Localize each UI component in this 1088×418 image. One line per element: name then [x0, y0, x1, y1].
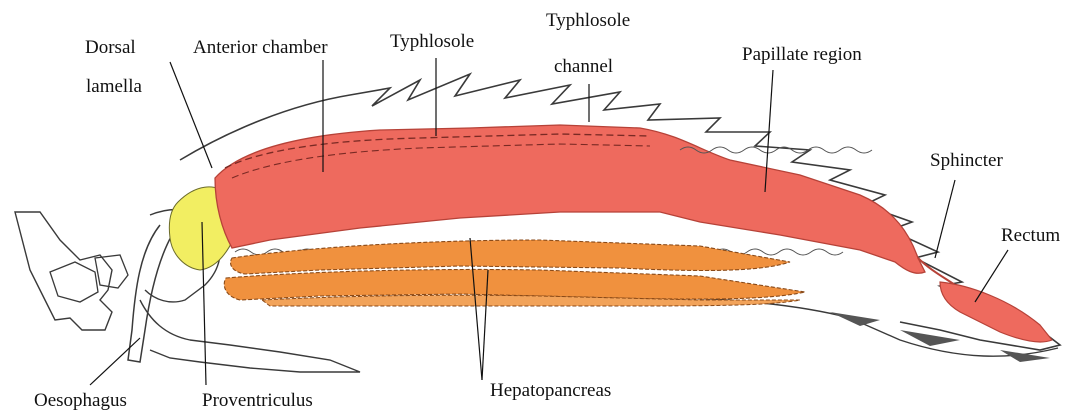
leader-dorsal-lamella: [170, 62, 212, 168]
label-anterior-chamber: Anterior chamber: [193, 37, 328, 59]
ventral-stomach-outline: [140, 300, 360, 372]
leader-rectum: [975, 250, 1008, 302]
label-typhlosole-channel-line1: Typhlosole: [546, 10, 630, 32]
label-dorsal-lamella-line2: lamella: [86, 76, 142, 98]
mouthpart-segment: [50, 262, 98, 302]
label-sphincter: Sphincter: [930, 150, 1003, 172]
hepatopancreas-lobe-1: [231, 240, 790, 274]
label-oesophagus: Oesophagus: [34, 390, 127, 412]
label-typhlosole: Typhlosole: [390, 31, 474, 53]
tail-accent-1: [830, 312, 880, 326]
leader-sphincter: [935, 180, 955, 258]
label-typhlosole-channel-line2: channel: [554, 56, 613, 78]
rectum-region: [940, 282, 1052, 342]
label-proventriculus: Proventriculus: [202, 390, 313, 412]
label-rectum: Rectum: [1001, 225, 1060, 247]
label-hepatopancreas: Hepatopancreas: [490, 380, 611, 402]
label-dorsal-lamella-line1: Dorsal: [85, 37, 136, 59]
label-papillate-region: Papillate region: [742, 44, 862, 66]
